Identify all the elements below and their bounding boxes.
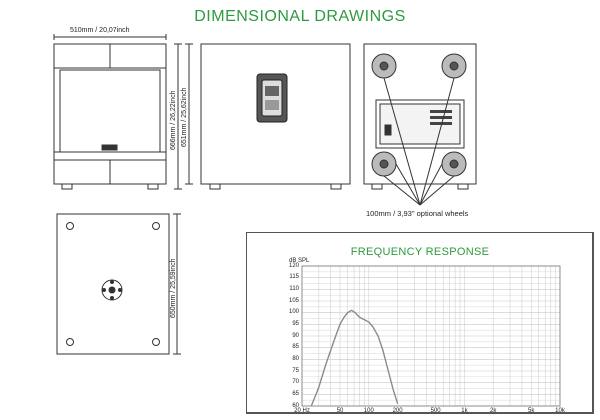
frequency-response-panel bbox=[246, 232, 594, 414]
bottom-view-drawing bbox=[56, 213, 181, 355]
y-tick-label: 70 bbox=[292, 379, 299, 386]
y-tick-label: 115 bbox=[289, 274, 299, 281]
y-tick-label: 90 bbox=[292, 332, 299, 339]
y-tick-label: 110 bbox=[289, 285, 299, 292]
width-label: 510mm / 20,07inch bbox=[70, 27, 130, 34]
x-tick-label: 100 bbox=[363, 408, 374, 414]
y-tick-label: 80 bbox=[292, 355, 299, 362]
y-tick-label: 100 bbox=[288, 309, 299, 316]
x-tick-label: 1k bbox=[461, 408, 468, 414]
y-tick-label: 120 bbox=[288, 262, 299, 269]
y-tick-label: 85 bbox=[292, 344, 299, 351]
side-view-drawing bbox=[200, 43, 351, 190]
y-tick-label: 65 bbox=[292, 390, 299, 397]
x-tick-label: 20 Hz bbox=[294, 408, 310, 414]
front-view-drawing bbox=[53, 34, 193, 190]
y-axis-title: dB SPL bbox=[289, 258, 310, 264]
page-title: DIMENSIONAL DRAWINGS bbox=[194, 8, 406, 25]
back-view-drawing bbox=[363, 43, 477, 206]
x-tick-label: 5k bbox=[528, 408, 535, 414]
y-tick-label: 95 bbox=[292, 320, 299, 327]
series-line-0 bbox=[310, 309, 399, 407]
x-tick-label: 2k bbox=[490, 408, 497, 414]
x-tick-label: 200 bbox=[392, 408, 403, 414]
x-tick-label: 50 bbox=[336, 408, 344, 414]
y-tick-label: 105 bbox=[288, 297, 299, 304]
plot-frame bbox=[301, 265, 561, 407]
x-tick-label: 10k bbox=[555, 408, 565, 414]
x-tick-label: 500 bbox=[430, 408, 441, 414]
chart-title: FREQUENCY RESPONSE bbox=[350, 246, 490, 258]
y-tick-label: 60 bbox=[292, 402, 299, 409]
y-tick-label: 75 bbox=[292, 367, 299, 374]
wheels-label: 100mm / 3,93" optional wheels bbox=[366, 209, 469, 218]
